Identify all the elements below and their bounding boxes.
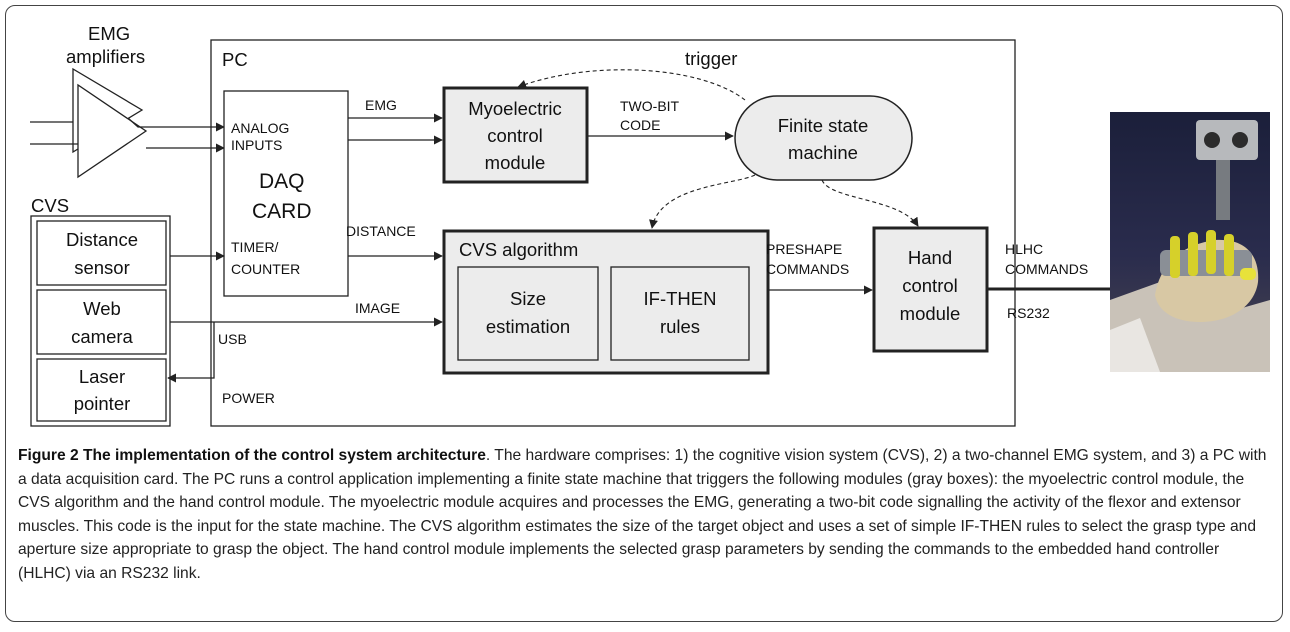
web-camera-label-2: camera xyxy=(71,326,133,347)
sensor-connections xyxy=(167,251,443,383)
emg-signal-arrows xyxy=(348,113,443,145)
power-label: POWER xyxy=(222,390,275,406)
analog-inputs-label-2: INPUTS xyxy=(231,137,282,153)
laser-pointer-box xyxy=(36,358,167,422)
architecture-diagram: EMG amplifiers PC ANALOG INPUTS DAQ CARD… xyxy=(30,23,1270,427)
rs232-label: RS232 xyxy=(1007,305,1050,321)
distance-signal-label: DISTANCE xyxy=(346,223,416,239)
fsm-label-2: machine xyxy=(788,142,858,163)
analog-inputs-label-1: ANALOG xyxy=(231,120,289,136)
laser-pointer-label-2: pointer xyxy=(74,393,131,414)
if-then-rules-label-2: rules xyxy=(660,316,700,337)
hand-control-label-3: module xyxy=(900,303,961,324)
hand-control-label-1: Hand xyxy=(908,247,952,268)
distance-sensor-box xyxy=(36,220,167,286)
timer-counter-label-2: COUNTER xyxy=(231,261,300,277)
finite-state-machine-box xyxy=(734,95,913,181)
preshape-commands-label-2: COMMANDS xyxy=(766,261,849,277)
emg-signal-label: EMG xyxy=(365,97,397,113)
size-estimation-box xyxy=(457,266,599,361)
myoelectric-label-1: Myoelectric xyxy=(468,98,562,119)
trigger-label: trigger xyxy=(685,48,737,69)
web-camera-box xyxy=(36,289,167,355)
hand-control-label-2: control xyxy=(902,275,958,296)
emg-amplifiers-label-2: amplifiers xyxy=(66,46,145,67)
laser-pointer-label-1: Laser xyxy=(79,366,125,387)
daq-card-box xyxy=(223,90,349,297)
daq-label-2: CARD xyxy=(252,200,312,223)
pc-box xyxy=(210,39,1016,427)
hand-control-module-box xyxy=(872,226,989,353)
if-then-rules-box xyxy=(610,266,750,361)
myoelectric-label-2: control xyxy=(487,125,543,146)
pc-label: PC xyxy=(222,49,248,70)
hlhc-commands-label-2: COMMANDS xyxy=(1005,261,1088,277)
caption-body: . The hardware comprises: 1) the cogniti… xyxy=(18,447,1267,582)
two-bit-code-label-2: CODE xyxy=(620,117,660,133)
myoelectric-control-module-box xyxy=(442,86,589,184)
size-estimation-label-2: estimation xyxy=(486,316,570,337)
figure-frame xyxy=(5,5,1283,622)
figure-caption: Figure 2 The implementation of the contr… xyxy=(18,444,1276,586)
web-camera-label-1: Web xyxy=(83,298,121,319)
preshape-commands-label-1: PRESHAPE xyxy=(766,241,842,257)
distance-sensor-label-1: Distance xyxy=(66,229,138,250)
image-signal-label: IMAGE xyxy=(355,300,400,316)
usb-label: USB xyxy=(218,331,247,347)
prosthetic-hand-photo xyxy=(1110,112,1270,372)
timer-counter-label-1: TIMER/ xyxy=(231,239,279,255)
two-bit-code-label-1: TWO-BIT xyxy=(620,98,680,114)
emg-amplifier-triangles xyxy=(72,67,148,179)
myoelectric-label-3: module xyxy=(485,152,546,173)
daq-label-1: DAQ xyxy=(259,170,305,193)
cvs-box xyxy=(30,215,171,427)
emg-amplifiers-label-1: EMG xyxy=(88,23,130,44)
trigger-arrows xyxy=(517,69,919,229)
fsm-label-1: Finite state xyxy=(778,115,869,136)
if-then-rules-label-1: IF-THEN xyxy=(644,288,717,309)
cvs-algorithm-title: CVS algorithm xyxy=(459,239,578,260)
distance-sensor-label-2: sensor xyxy=(74,257,130,278)
caption-title: Figure 2 The implementation of the contr… xyxy=(18,447,486,464)
hlhc-commands-label-1: HLHC xyxy=(1005,241,1043,257)
cvs-label: CVS xyxy=(31,195,69,216)
size-estimation-label-1: Size xyxy=(510,288,546,309)
